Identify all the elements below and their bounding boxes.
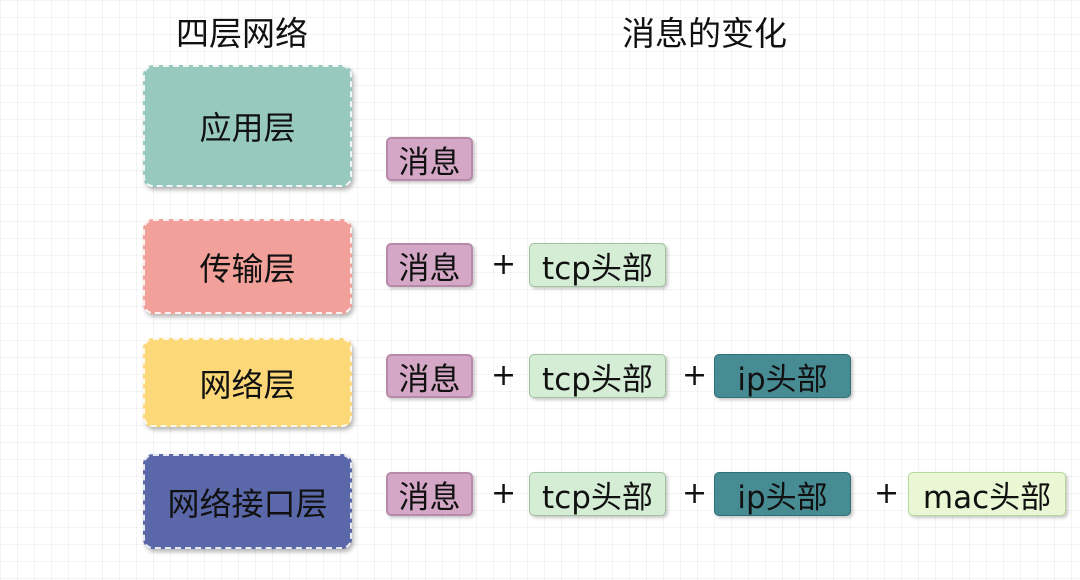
plus-sign: + — [491, 358, 517, 393]
plus-sign: + — [491, 476, 517, 511]
message-chip: 消息 — [386, 137, 473, 181]
plus-sign: + — [491, 247, 517, 282]
layer-label: 网络层 — [199, 365, 296, 404]
plus-sign: + — [682, 476, 708, 511]
layer-transport: 传输层 — [143, 219, 352, 314]
message-chip: 消息 — [386, 354, 473, 398]
layer-label: 应用层 — [199, 109, 296, 147]
layers-heading: 四层网络 — [176, 14, 308, 53]
layer-label: 网络接口层 — [167, 484, 328, 523]
tcp-header-chip: tcp头部 — [529, 472, 666, 516]
layer-network-interface: 网络接口层 — [143, 454, 352, 549]
tcp-header-chip: tcp头部 — [529, 243, 666, 287]
message-changes-heading: 消息的变化 — [622, 14, 787, 53]
message-chip: 消息 — [386, 472, 473, 516]
plus-sign: + — [682, 358, 708, 393]
ip-header-chip: ip头部 — [714, 472, 851, 516]
tcp-header-chip: tcp头部 — [529, 354, 666, 398]
message-chip: 消息 — [386, 243, 473, 287]
layer-application: 应用层 — [143, 65, 352, 187]
plus-sign: + — [874, 476, 900, 511]
layer-network: 网络层 — [143, 338, 352, 427]
ip-header-chip: ip头部 — [714, 354, 851, 398]
layer-label: 传输层 — [199, 249, 296, 288]
mac-header-chip: mac头部 — [908, 472, 1066, 516]
